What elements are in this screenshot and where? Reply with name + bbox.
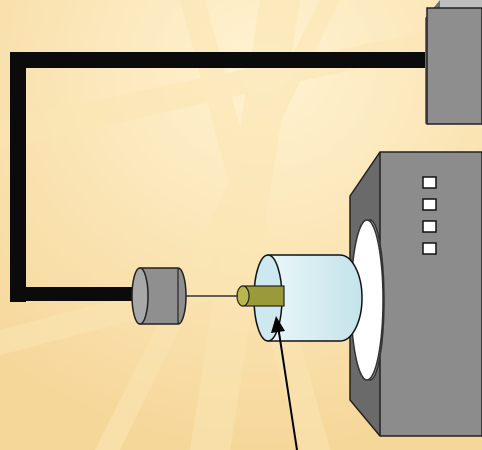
panel-button[interactable] [422,242,437,255]
arrow-shaft [277,325,298,450]
frame-left-bar [10,52,26,302]
rod-end [236,285,250,307]
block-top [440,0,482,8]
take-up-roller [131,267,187,325]
roller-body [139,267,187,325]
top-mount-block [425,0,482,125]
frame-bottom-bar [10,287,135,301]
block-face [427,8,482,124]
panel-button[interactable] [422,198,437,211]
frame-top-bar [10,52,435,68]
roller-end [131,267,149,325]
machine-face [380,152,482,436]
spindle-face [350,219,385,381]
panel-button[interactable] [422,176,437,189]
arrow-head [271,316,285,333]
panel-button[interactable] [422,220,437,233]
chamber-body [267,254,363,342]
bg-ray [95,0,340,450]
indicator-arrow [271,316,298,450]
sample-rod [236,285,285,307]
